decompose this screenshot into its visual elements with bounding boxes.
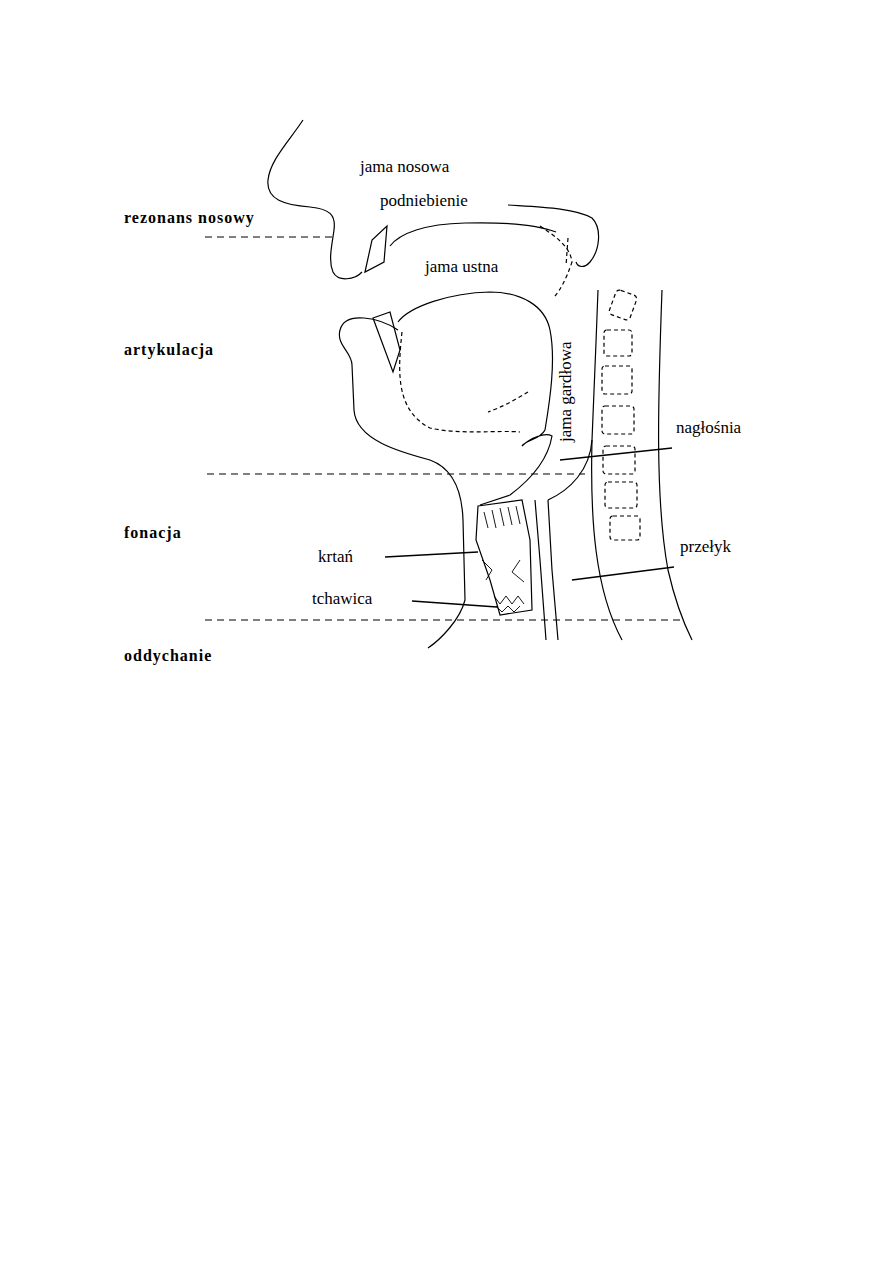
upper-tooth — [365, 226, 387, 272]
part-label: nagłośnia — [676, 419, 741, 438]
larynx — [476, 500, 532, 615]
uvula — [540, 226, 572, 296]
trachea-back — [535, 500, 546, 640]
part-label: jama ustna — [425, 258, 498, 277]
part-label: przełyk — [680, 538, 731, 557]
uvula-inner — [566, 238, 568, 266]
leader-line — [572, 567, 674, 580]
part-label: jama nosowa — [360, 158, 449, 177]
section-divider — [207, 473, 585, 474]
part-label: krtań — [318, 548, 353, 567]
palate — [390, 223, 556, 246]
tongue-surface — [488, 392, 528, 412]
section-divider — [205, 236, 335, 237]
tongue — [400, 332, 520, 432]
epiglottis — [480, 430, 552, 505]
part-label: podniebienie — [380, 192, 468, 211]
part-label: tchawica — [312, 590, 372, 609]
leader-line — [412, 601, 497, 607]
stage-label: rezonans nosowy — [124, 209, 255, 227]
mouth-lining — [398, 292, 553, 430]
oesophagus-front — [548, 500, 558, 640]
part-label: jama gardłowa — [557, 341, 576, 442]
larynx-hatch — [482, 506, 524, 612]
lower-tooth — [373, 312, 400, 372]
pharynx-wall — [548, 290, 598, 500]
spine-line — [659, 290, 692, 640]
leader-line — [560, 448, 672, 460]
section-divider — [205, 619, 680, 620]
stage-label: oddychanie — [124, 647, 212, 665]
stage-label: fonacja — [124, 524, 182, 542]
leader-line — [385, 552, 478, 557]
stage-label: artykulacja — [124, 341, 214, 359]
vertebrae — [602, 289, 640, 540]
face-profile — [268, 120, 362, 279]
